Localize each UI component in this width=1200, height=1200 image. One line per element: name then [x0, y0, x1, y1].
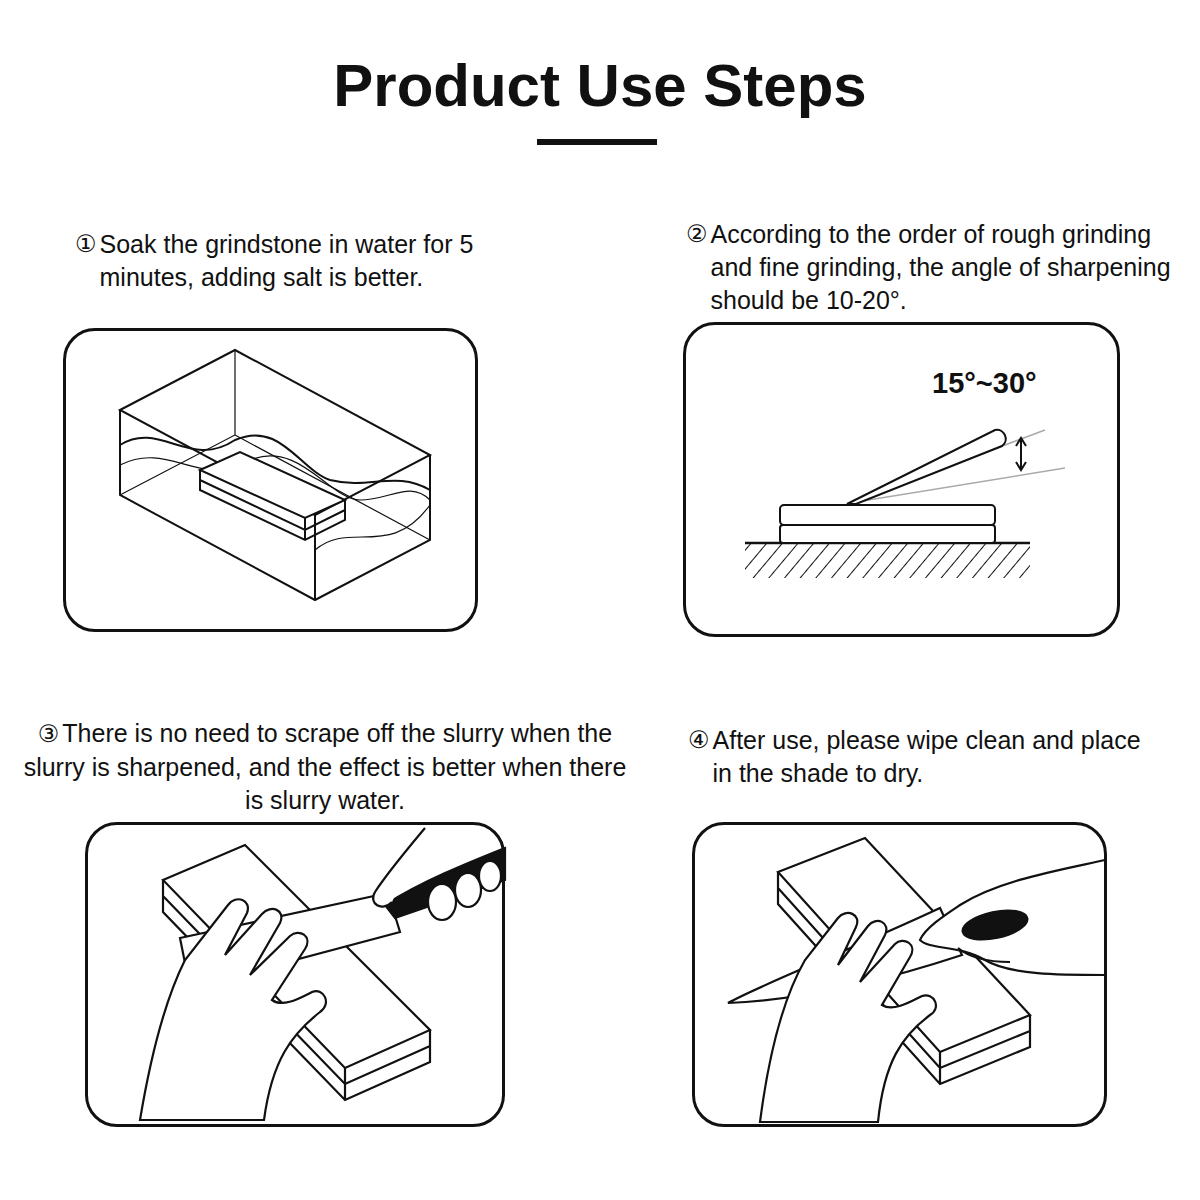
- finger: [455, 873, 481, 907]
- stone-sides: [200, 470, 345, 540]
- panel-frame: [63, 328, 478, 632]
- container-back: [120, 350, 430, 540]
- step-text: ③There is no need to scrape off the slur…: [12, 717, 638, 817]
- step-instruction: After use, please wipe clean and place i…: [713, 724, 1158, 790]
- stone-top: [200, 452, 345, 518]
- step-instruction: There is no need to scrape off the slurr…: [24, 719, 627, 814]
- panel-frame: [692, 822, 1107, 1127]
- step-number: ②: [686, 218, 708, 251]
- stone-layer: [780, 525, 995, 543]
- knife-blade: [847, 430, 1006, 504]
- water-line: [315, 505, 430, 550]
- step-panel: ②According to the order of rough grindin…: [680, 214, 1185, 640]
- table-hatch: [745, 543, 1030, 578]
- step-number: ①: [75, 228, 97, 261]
- step-text: ④After use, please wipe clean and place …: [688, 724, 1158, 790]
- angle-arrow: [1016, 438, 1026, 470]
- step-instruction: Soak the grindstone in water for 5 minut…: [100, 228, 545, 294]
- thumb: [373, 828, 425, 907]
- container-sides: [120, 410, 430, 600]
- step-instruction: According to the order of rough grinding…: [711, 218, 1181, 317]
- wipe-illustration: [728, 838, 1105, 1122]
- step-number: ③: [38, 720, 60, 748]
- page-title: Product Use Steps: [0, 48, 1200, 124]
- panel-frame: [683, 322, 1120, 637]
- step-number: ④: [688, 724, 710, 757]
- step-panel: ①Soak the grindstone in water for 5 minu…: [60, 222, 550, 635]
- step-panel: ④After use, please wipe clean and place …: [684, 720, 1164, 1130]
- step-panel: ③There is no need to scrape off the slur…: [12, 714, 638, 1130]
- step-text: ①Soak the grindstone in water for 5 minu…: [75, 228, 545, 294]
- finger: [479, 861, 501, 891]
- step-text: ②According to the order of rough grindin…: [686, 218, 1181, 317]
- panel-frame: [85, 822, 505, 1127]
- finger: [428, 884, 456, 920]
- container-edge: [314, 515, 316, 600]
- sharpen-illustration: [140, 828, 505, 1120]
- right-hand: [920, 860, 1105, 975]
- left-hand: [760, 913, 936, 1122]
- left-hand: [140, 899, 326, 1120]
- title-underline: [537, 139, 657, 145]
- stone-layer: [780, 505, 995, 525]
- angle-illustration: [745, 430, 1065, 578]
- finger-line: [958, 948, 1010, 962]
- soak-illustration: [120, 350, 430, 600]
- angle-label: 15°~30°: [930, 366, 1039, 400]
- knife-handle: [960, 905, 1030, 944]
